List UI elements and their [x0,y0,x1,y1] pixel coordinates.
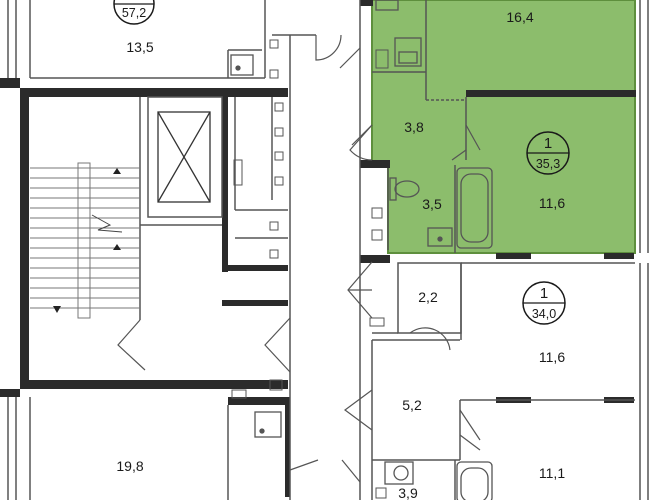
apartment-badge: 1 34,0 [522,281,566,325]
stair-arrow-up-icon [113,244,121,250]
stair-arrow-up-icon [113,168,121,174]
toilet-icon [375,0,399,11]
sink-icon [254,411,282,438]
room-area-11-6-top: 11,6 [539,195,565,211]
sink-icon [427,227,453,247]
room-area-3-9: 3,9 [398,485,418,500]
room-area-3-5: 3,5 [422,196,442,212]
room-area-5-2: 5,2 [402,397,422,413]
bathtub-icon [456,167,493,249]
room-area-19-8: 19,8 [116,458,143,474]
apartment-area: 35,3 [536,157,560,171]
staircase [30,162,140,319]
apartment-area: 57,2 [122,6,146,20]
apartment-rooms: 1 [540,285,548,302]
sink-icon [230,54,254,76]
room-area-2-2: 2,2 [418,289,438,305]
toilet-icon [384,461,414,485]
elevator-shaft-icon [157,111,211,203]
apartment-badge: 1 35,3 [526,131,570,175]
toilet-icon [389,177,420,201]
room-area-3-8: 3,8 [404,119,424,135]
thin-walls [7,0,649,500]
stair-arrow-down-icon [53,306,61,313]
room-area-11-6-mid: 11,6 [539,349,565,365]
room-area-16-4: 16,4 [506,9,533,25]
apartment-badge: 57,2 [113,0,155,25]
apartment-area: 34,0 [532,307,556,321]
room-labels: 13,5 16,4 3,8 3,5 11,6 2,2 11,6 5,2 19,8… [116,9,565,500]
room-area-11-1: 11,1 [539,465,565,481]
sink-icon [394,37,422,67]
room-area-13-5: 13,5 [126,39,153,55]
shaft-fixtures [231,39,389,499]
bathtub-icon [456,461,493,500]
apartment-rooms: 1 [544,135,552,152]
door-swings [117,34,481,483]
